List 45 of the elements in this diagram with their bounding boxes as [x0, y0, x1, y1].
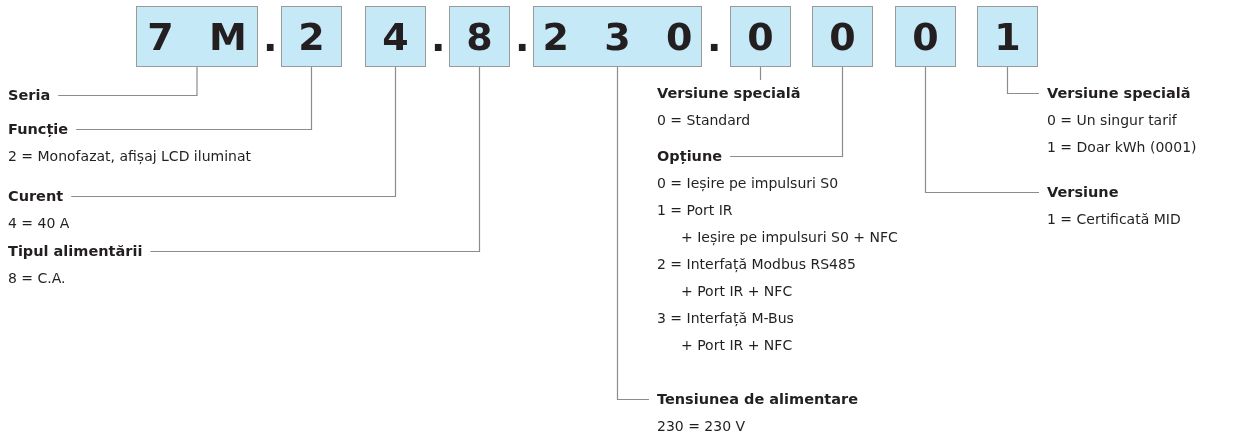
code-digit-box: 8 — [449, 6, 510, 67]
field-value: 8 = C.A. — [8, 269, 66, 288]
field-heading: Versiune — [1039, 179, 1127, 206]
field-value: 1 = Doar kWh (0001) — [1047, 138, 1197, 157]
separator-dot: . — [263, 15, 278, 62]
leader-line — [616, 66, 650, 401]
field-heading: Tensiunea de alimentare — [649, 386, 866, 413]
code-digit-box: 2 — [281, 6, 342, 67]
field-value: 1 = Certificată MID — [1047, 210, 1181, 229]
field-value: 0 = Standard — [657, 111, 751, 130]
separator-dot: . — [707, 15, 722, 62]
field-heading: Versiune specială — [649, 80, 809, 107]
code-digit-box: 7 M — [136, 6, 258, 67]
field-heading: Versiune specială — [1039, 80, 1199, 107]
field-value: 0 = Ieșire pe impulsuri S0 — [657, 174, 839, 194]
leader-line — [70, 66, 397, 198]
code-digit-box: 0 — [895, 6, 956, 67]
leader-line — [924, 66, 1040, 194]
field-value: 230 = 230 V — [657, 417, 746, 436]
field-value: 1 = Port IR — [657, 201, 733, 220]
field-value: 3 = Interfață M-Bus — [657, 309, 794, 328]
leader-line — [57, 66, 198, 97]
leader-line — [1006, 66, 1040, 95]
field-value: + Port IR + NFC — [680, 336, 793, 355]
code-digit-box: 2 3 0 — [533, 6, 702, 67]
field-value: 4 = 40 A — [8, 214, 70, 233]
field-heading: Seria — [0, 82, 59, 109]
field-value: 0 = Un singur tarif — [1047, 111, 1177, 130]
code-digit-box: 1 — [977, 6, 1038, 67]
code-digit-box: 0 — [730, 6, 791, 67]
code-digit-box: 0 — [812, 6, 873, 67]
leader-line — [75, 66, 313, 131]
field-heading: Funcție — [0, 116, 77, 143]
field-value: + Port IR + NFC — [680, 282, 793, 301]
field-value: 2 = Interfață Modbus RS485 — [657, 255, 856, 274]
field-value: 2 = Monofazat, afișaj LCD iluminat — [8, 147, 251, 166]
leader-line — [149, 66, 481, 253]
field-value: + Ieșire pe impulsuri S0 + NFC — [680, 228, 898, 248]
field-heading: Curent — [0, 183, 72, 210]
leader-line — [729, 66, 844, 158]
code-digit-box: 4 — [365, 6, 426, 67]
separator-dot: . — [431, 15, 446, 62]
separator-dot: . — [515, 15, 530, 62]
field-heading: Opțiune — [649, 143, 731, 170]
field-heading: Tipul alimentării — [0, 238, 151, 265]
